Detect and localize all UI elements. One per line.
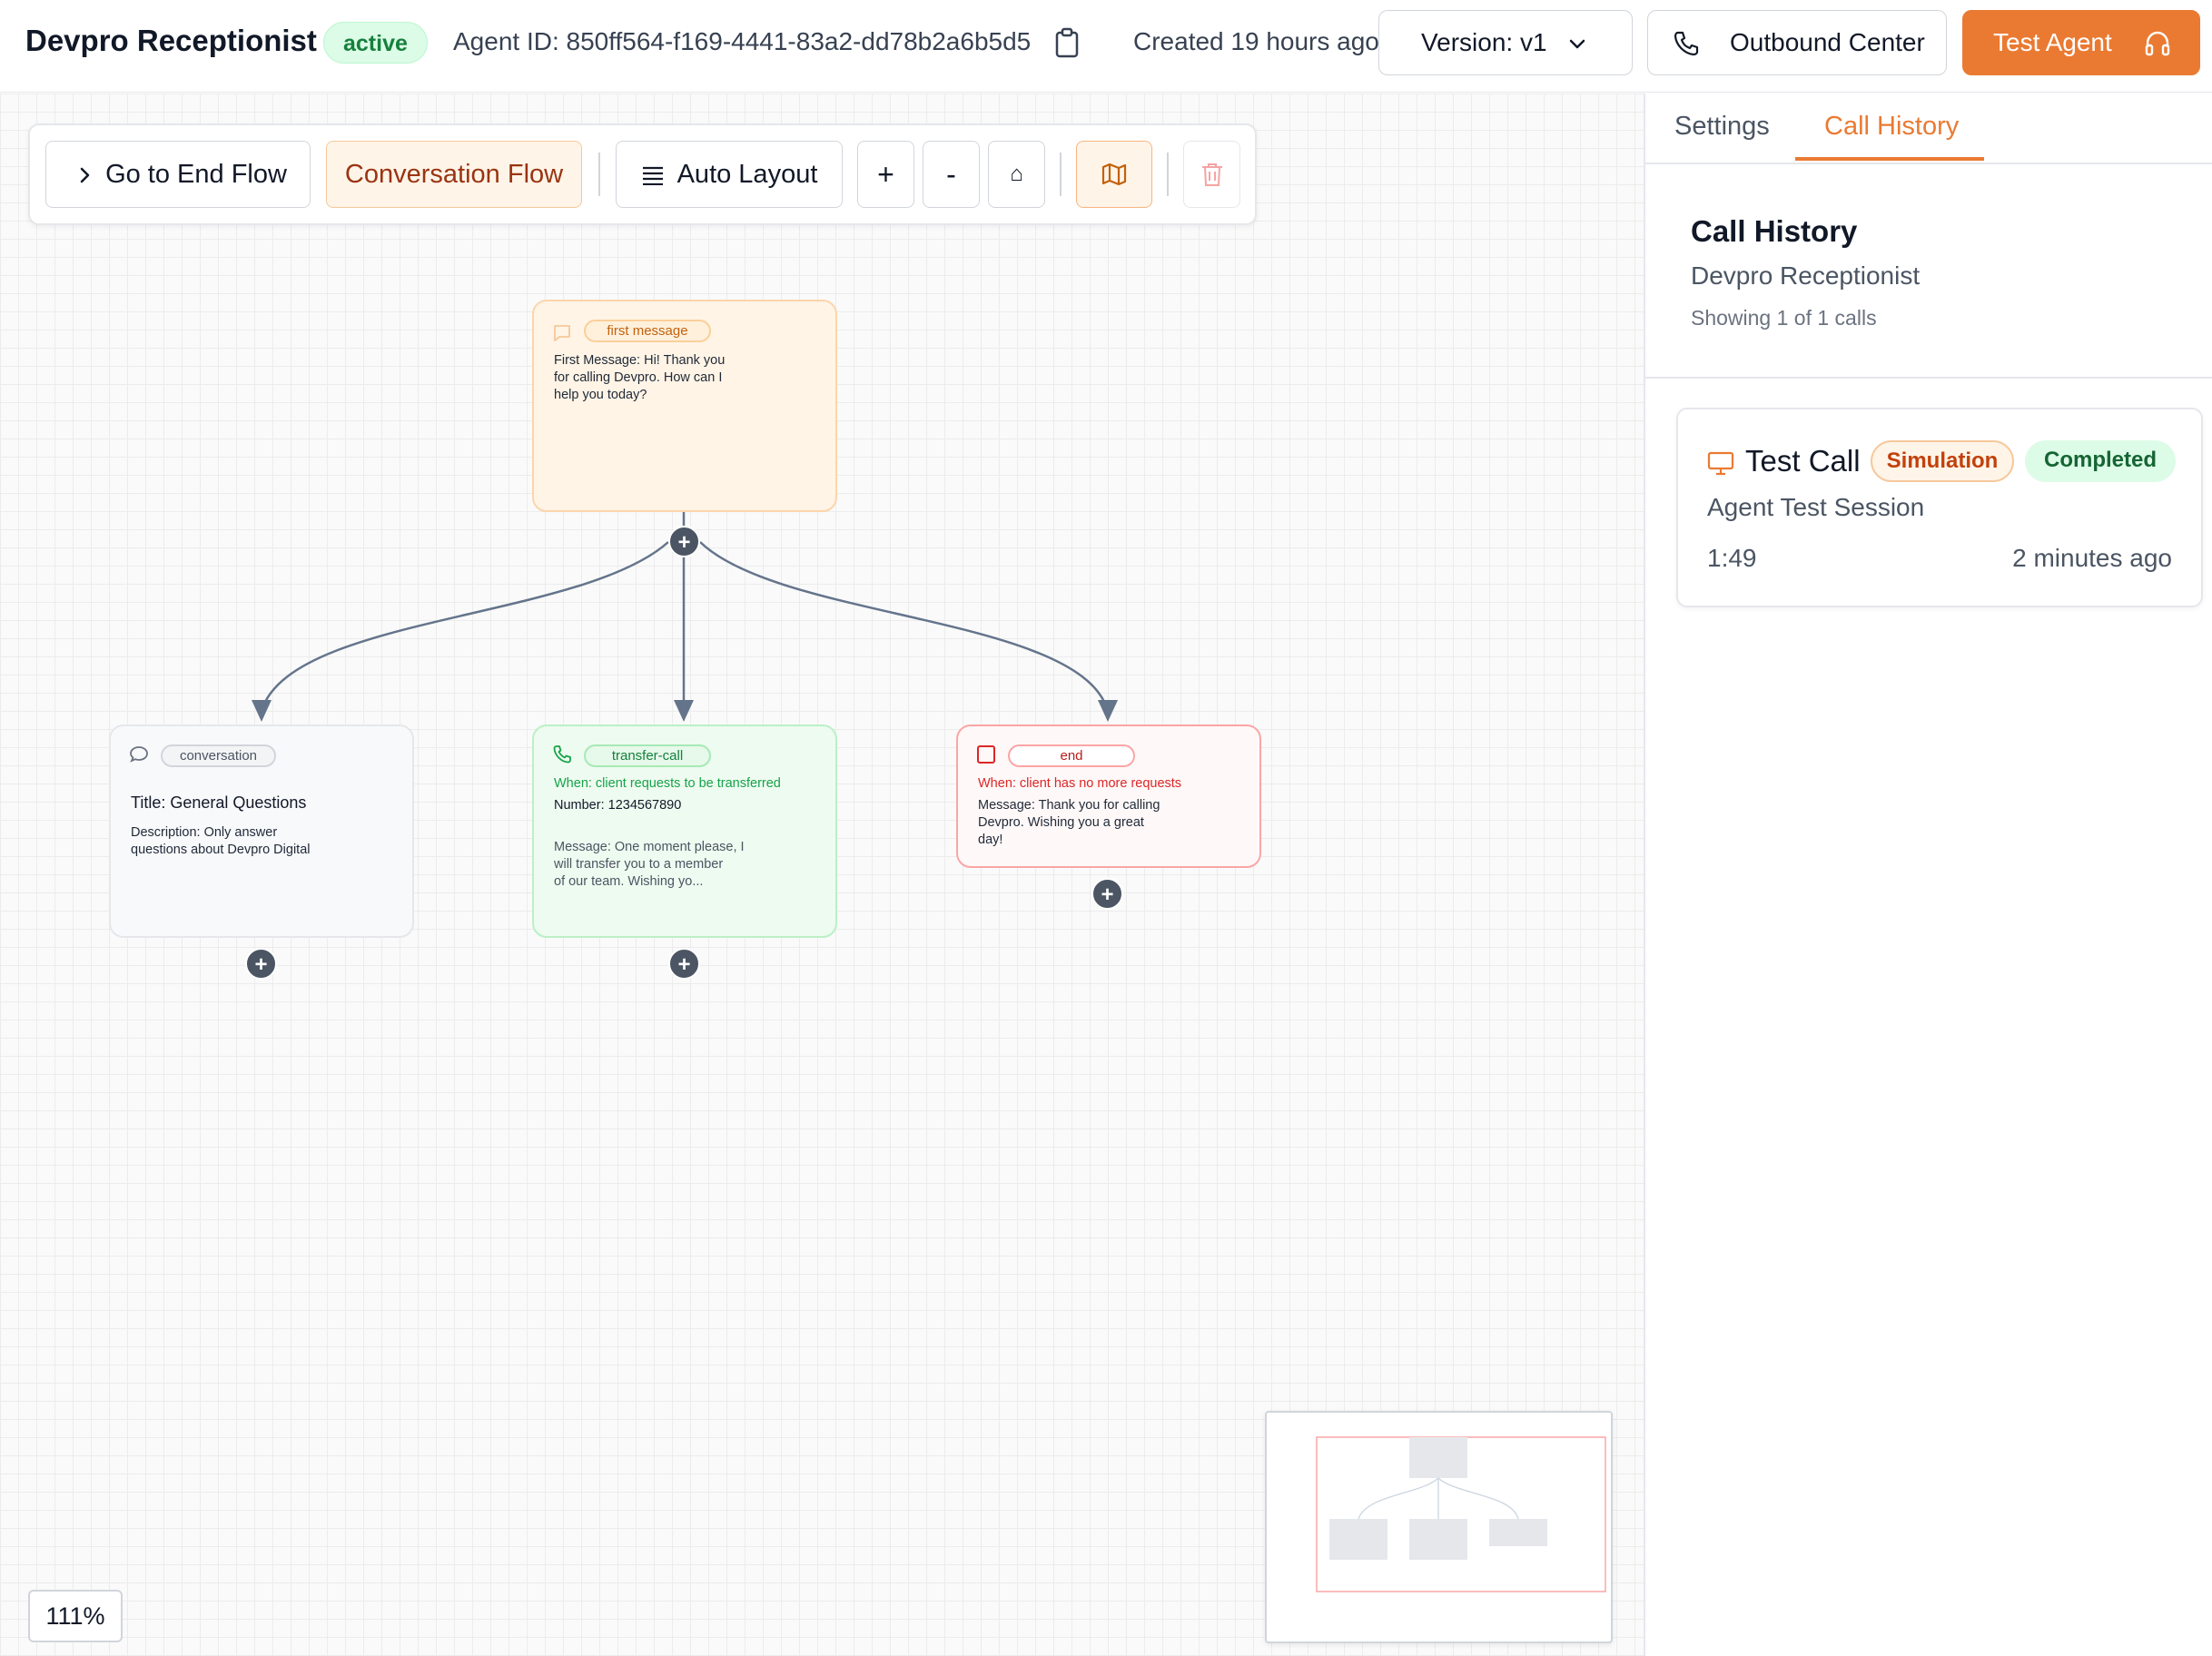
call-title: Test Call [1745, 444, 1861, 478]
add-node-button[interactable]: + [668, 526, 700, 557]
toolbar-divider [1167, 153, 1169, 196]
toolbar-divider [598, 153, 600, 196]
edge-to-conversation [260, 541, 669, 712]
call-session: Agent Test Session [1707, 493, 1925, 521]
tab-settings[interactable]: Settings [1674, 112, 1770, 141]
node-type-chip: transfer-call [584, 744, 711, 767]
node-type-chip: first message [584, 320, 711, 342]
edge-to-end [699, 541, 1110, 712]
divider [1645, 377, 2212, 379]
conversation-flow-label: Conversation Flow [344, 159, 564, 189]
call-history-title: Call History [1691, 214, 1858, 248]
version-dropdown[interactable]: Version: v1 [1378, 10, 1633, 75]
active-tab-indicator [1795, 157, 1984, 161]
outbound-center-button[interactable]: Outbound Center [1647, 10, 1947, 75]
end-message: Message: Thank you for calling Devpro. W… [978, 798, 1160, 847]
first-message-node[interactable]: first message First Message: Hi! Thank y… [532, 300, 837, 512]
top-header: Devpro Receptionist active Agent ID: 850… [0, 0, 2212, 93]
reset-view-button[interactable]: ⌂ [988, 141, 1045, 208]
chat-bubble-icon [130, 746, 148, 763]
node-type-chip: end [1008, 744, 1135, 767]
add-node-button[interactable]: + [245, 948, 277, 980]
zoom-in-button[interactable]: + [857, 141, 914, 208]
monitor-icon [1707, 451, 1734, 476]
minimap-toggle-button[interactable] [1076, 141, 1152, 208]
end-condition: When: client has no more requests [978, 776, 1182, 791]
panel-tabs: Settings Call History [1645, 94, 2212, 164]
flow-toolbar: Go to End Flow Conversation Flow Auto La… [28, 123, 1257, 225]
auto-layout-label: Auto Layout [676, 159, 818, 189]
conversation-node[interactable]: conversation Title: General Questions De… [109, 724, 414, 938]
first-message-text: First Message: Hi! Thank you for calling… [554, 353, 726, 402]
map-icon [1101, 163, 1127, 186]
agent-id-text: Agent ID: 850ff564-f169-4441-83a2-dd78b2… [453, 27, 1032, 55]
conversation-description: Description: Only answer questions about… [131, 825, 311, 857]
call-duration: 1:49 [1707, 544, 1757, 572]
conversation-flow-button[interactable]: Conversation Flow [326, 141, 582, 208]
outbound-center-label: Outbound Center [1730, 28, 1925, 56]
created-timestamp: Created 19 hours ago [1133, 27, 1379, 55]
transfer-call-node[interactable]: transfer-call When: client requests to b… [532, 724, 837, 938]
chevron-right-icon [80, 167, 90, 183]
flow-edges [252, 512, 1118, 722]
node-type-chip: conversation [161, 744, 276, 767]
auto-layout-button[interactable]: Auto Layout [616, 141, 843, 208]
toolbar-divider [1060, 153, 1062, 196]
transfer-number: Number: 1234567890 [554, 798, 682, 813]
phone-icon [1674, 31, 1699, 56]
call-history-agent: Devpro Receptionist [1691, 261, 1921, 290]
right-panel: Settings Call History Call History Devpr… [1644, 94, 2212, 1656]
transfer-condition: When: client requests to be transferred [554, 776, 781, 791]
minimap-preview [1316, 1436, 1606, 1592]
status-badge: active [323, 22, 428, 64]
stop-square-icon [977, 745, 995, 764]
go-to-end-flow-button[interactable]: Go to End Flow [45, 141, 311, 208]
test-agent-label: Test Agent [1993, 28, 2112, 56]
agent-title: Devpro Receptionist [25, 24, 317, 57]
phone-icon [553, 745, 571, 764]
zoom-level-indicator: 111% [28, 1590, 123, 1642]
test-agent-button[interactable]: Test Agent [1962, 10, 2200, 75]
chat-bubble-icon [554, 325, 570, 341]
call-count: Showing 1 of 1 calls [1691, 306, 1877, 330]
call-time-ago: 2 minutes ago [2012, 544, 2172, 572]
transfer-message: Message: One moment please, I will trans… [554, 840, 745, 889]
version-label: Version: v1 [1421, 28, 1547, 56]
call-history-item[interactable]: Test Call Simulation Completed Agent Tes… [1676, 408, 2203, 607]
add-node-button[interactable]: + [1091, 878, 1123, 910]
simulation-badge: Simulation [1871, 440, 2014, 482]
copy-icon[interactable] [1053, 27, 1081, 58]
end-node[interactable]: end When: client has no more requests Me… [956, 724, 1261, 868]
delete-node-button[interactable] [1183, 141, 1240, 208]
tab-call-history[interactable]: Call History [1824, 112, 1960, 141]
go-to-end-flow-label: Go to End Flow [105, 159, 287, 189]
completed-badge: Completed [2025, 440, 2176, 482]
trash-icon [1201, 163, 1222, 186]
add-node-button[interactable]: + [668, 948, 700, 980]
conversation-title: Title: General Questions [131, 794, 307, 812]
minimap[interactable] [1265, 1411, 1613, 1643]
chevron-down-icon [1569, 39, 1585, 49]
list-icon [643, 166, 663, 185]
zoom-out-button[interactable]: - [923, 141, 980, 208]
headphones-icon [2145, 31, 2170, 56]
flow-canvas[interactable]: Go to End Flow Conversation Flow Auto La… [0, 94, 1644, 1656]
